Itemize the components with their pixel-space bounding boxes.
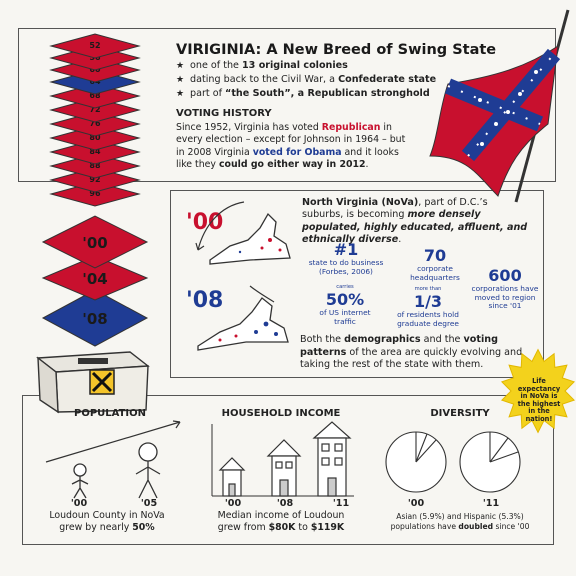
ballot-diamond [41, 255, 149, 301]
intro-bullets: ★one of the 13 original colonies ★dating… [176, 59, 436, 101]
ballot-year-label: '08 [82, 310, 107, 328]
stat-corporations: 600 corporations have moved to region si… [471, 266, 539, 310]
ballot-diamond [49, 33, 141, 59]
ballot-year-label: 92 [89, 175, 100, 184]
ballot-year-label: '00 [82, 234, 107, 252]
house-large-icon [312, 421, 352, 497]
voting-history-heading: VOTING HISTORY [176, 108, 272, 119]
income-heading: HOUSEHOLD INCOME [221, 408, 341, 419]
income-caption: Median income of Loudoun grew from $80K … [217, 510, 345, 533]
ballot-year-label: 80 [89, 133, 101, 142]
person-large-icon [135, 442, 161, 499]
top-frame [18, 28, 556, 182]
income-year-11: '11 [332, 498, 350, 509]
bullet-1: ★one of the 13 original colonies [176, 60, 348, 71]
pie-2011-icon [459, 431, 521, 493]
starburst-icon [500, 348, 576, 434]
bullet-2: ★dating back to the Civil War, a Confede… [176, 74, 437, 85]
map-year-00: '00 [186, 210, 224, 235]
diversity-year-00: '00 [407, 498, 425, 509]
stat-degrees: more than 1/3 of residents hold graduate… [397, 286, 459, 328]
bottom-frame [22, 395, 554, 545]
pie-2000-icon [385, 431, 447, 493]
diversity-caption: Asian (5.9%) and Hispanic (5.3%) populat… [390, 512, 530, 531]
stat-business: #1 state to do business (Forbes, 2006) [308, 240, 384, 276]
stat-headquarters: 70 corporate headquarters [410, 246, 460, 282]
ballot-box-icon [36, 351, 150, 414]
ballot-year-label: 68 [89, 91, 101, 100]
person-small-icon [71, 463, 89, 499]
life-expectancy-note: Life expectancy in NoVa is the highest i… [517, 377, 561, 423]
bullet-3: ★part of “the South”, a Republican stron… [176, 88, 430, 99]
ballot-year-label: 72 [89, 105, 100, 114]
diversity-heading: DIVERSITY [430, 408, 490, 419]
income-year-08: '08 [276, 498, 294, 509]
nova-frame [170, 190, 544, 378]
population-year-00: '00 [70, 498, 88, 509]
ballot-year-label: 84 [89, 147, 101, 156]
ballot-year-label: '04 [82, 270, 107, 288]
ballot-year-label: 76 [89, 119, 101, 128]
diversity-year-11: '11 [482, 498, 500, 509]
population-caption: Loudoun County in NoVa grew by nearly 50… [49, 510, 165, 533]
stat-internet: carries 50% of US internet traffic [319, 284, 371, 326]
income-year-00: '00 [224, 498, 242, 509]
voting-history-text: Since 1952, Virginia has voted Republica… [176, 122, 406, 170]
page-title: VIRIGINIA: A New Breed of Swing State [176, 42, 497, 58]
map-year-08: '08 [186, 288, 224, 313]
population-heading: POPULATION [73, 408, 147, 419]
house-small-icon [218, 457, 246, 497]
nova-intro-text: North Virginia (NoVa), part of D.C.’s su… [302, 197, 528, 245]
ballot-year-label: 88 [89, 161, 101, 170]
patterns-text: Both the demographics and the voting pat… [300, 334, 523, 370]
virginia-map-08 [197, 285, 289, 351]
house-medium-icon [266, 439, 302, 497]
population-year-05: '05 [140, 498, 158, 509]
ballot-year-label: 96 [89, 189, 101, 198]
diversity-pies [385, 431, 521, 493]
population-figure [45, 420, 181, 499]
ballot-diamond [41, 289, 149, 347]
ballot-diamond [41, 215, 149, 269]
virginia-map-00 [195, 201, 291, 265]
ballot-year-label: 52 [89, 41, 100, 50]
confederate-flag-icon [429, 9, 570, 203]
ballot-stack: '08'04'00969288848076726864605652 [36, 33, 150, 414]
income-figure [211, 421, 354, 497]
